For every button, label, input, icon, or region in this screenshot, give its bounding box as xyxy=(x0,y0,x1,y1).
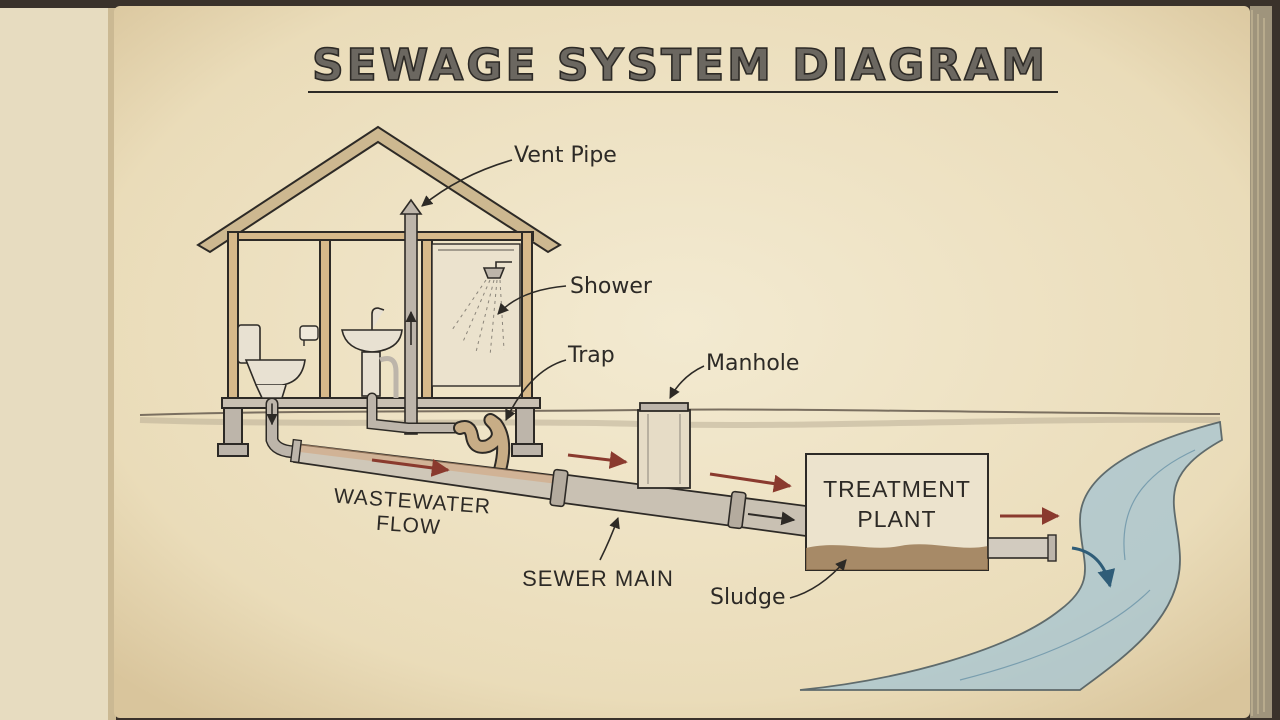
page-gutter xyxy=(108,8,116,720)
page-stack xyxy=(1250,6,1272,718)
foundation-foot-right xyxy=(511,443,543,457)
shower-stall xyxy=(431,243,521,387)
roof-beam xyxy=(227,231,534,241)
leader-vent-pipe xyxy=(421,159,513,207)
shower-head-icon xyxy=(482,261,512,279)
wall-divider-1 xyxy=(319,239,331,401)
toilet-paper-icon xyxy=(299,325,319,346)
sludge-layer xyxy=(806,544,988,570)
vent-pipe xyxy=(399,198,423,435)
house xyxy=(196,125,562,457)
wall-divider-2 xyxy=(421,239,433,401)
wall-left xyxy=(227,231,239,401)
left-page xyxy=(0,8,110,720)
flow-arrow-3 xyxy=(709,472,792,493)
leader-sewer-main xyxy=(599,516,620,561)
leader-manhole xyxy=(669,365,705,399)
foundation-foot-left xyxy=(217,443,249,457)
manhole-cover xyxy=(639,402,689,412)
flow-arrow-2 xyxy=(567,451,628,469)
shower-water-spray xyxy=(451,279,505,357)
diagram-title: SEWAGE SYSTEM DIAGRAM xyxy=(312,40,1048,91)
label-sewer-main: SEWER MAIN xyxy=(522,566,674,591)
trap-pipe xyxy=(453,413,511,483)
treatment-plant xyxy=(805,453,989,571)
label-sludge: Sludge xyxy=(710,585,786,610)
label-shower: Shower xyxy=(570,274,653,299)
label-treatment-line1: TREATMENT xyxy=(823,476,971,502)
flow-arrow-4 xyxy=(747,511,796,526)
leader-sludge xyxy=(789,559,847,599)
wall-right xyxy=(521,231,533,401)
house-floor xyxy=(221,397,541,409)
house-roof xyxy=(196,125,562,254)
label-manhole: Manhole xyxy=(706,351,799,376)
river xyxy=(799,420,1223,691)
label-vent-pipe: Vent Pipe xyxy=(514,143,617,168)
toilet-icon xyxy=(237,324,306,399)
label-leaders xyxy=(421,159,847,599)
discharge-arrow xyxy=(1071,546,1116,588)
manhole xyxy=(637,402,691,489)
flow-arrow-1 xyxy=(371,458,450,477)
label-treatment-line2: PLANT xyxy=(857,506,936,532)
outlet-pipe xyxy=(987,534,1057,562)
leader-trap xyxy=(505,359,567,422)
flow-arrows xyxy=(371,451,1060,526)
sink-icon xyxy=(341,307,403,398)
label-wastewater-line2: FLOW xyxy=(375,512,441,539)
label-trap: Trap xyxy=(567,343,615,368)
leader-shower xyxy=(497,285,567,315)
